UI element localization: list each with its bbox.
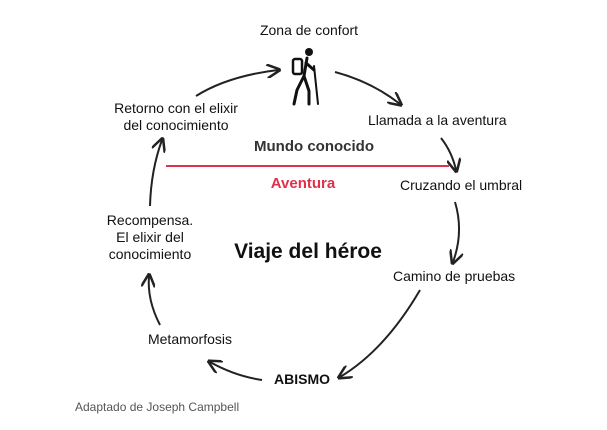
stage-metamorfosis: Metamorfosis xyxy=(147,331,233,347)
stage-retorno-line-1: Retorno con el elixir xyxy=(114,100,238,116)
stage-cruzando-el-umbral: Cruzando el umbral xyxy=(400,177,523,193)
arrow-cruzando-to-camino xyxy=(453,201,459,262)
arrow-confort-to-llamada xyxy=(334,71,400,104)
arrow-retorno-to-confort xyxy=(195,70,278,97)
stage-recompensa: Recompensa. El elixir del conocimiento xyxy=(107,212,193,263)
arrow-llamada-to-cruzando xyxy=(440,137,456,170)
arrow-metamorfosis-to-recompensa xyxy=(149,276,161,326)
arrow-abismo-to-metamorfosis xyxy=(210,362,263,381)
hiker-icon xyxy=(291,48,319,106)
world-mundo-conocido: Mundo conocido xyxy=(254,138,374,155)
diagram-title: Viaje del héroe xyxy=(234,240,382,263)
stage-camino-de-pruebas: Camino de pruebas xyxy=(393,268,516,284)
stage-zona-de-confort: Zona de confort xyxy=(259,22,359,38)
credit-text: Adaptado de Joseph Campbell xyxy=(75,400,240,414)
stage-llamada-a-la-aventura: Llamada a la aventura xyxy=(368,112,507,128)
stage-retorno-line-2: del conocimiento xyxy=(123,117,229,133)
world-aventura: Aventura xyxy=(270,175,336,192)
arrow-recompensa-to-retorno xyxy=(149,140,162,207)
stage-recompensa-line-3: conocimiento xyxy=(108,246,192,262)
stage-abismo: ABISMO xyxy=(274,371,330,387)
stage-recompensa-line-1: Recompensa. xyxy=(106,212,194,228)
stage-recompensa-line-2: El elixir del xyxy=(116,229,184,245)
arrow-camino-to-abismo xyxy=(340,289,421,377)
stage-retorno: Retorno con el elixir del conocimiento xyxy=(114,100,238,134)
